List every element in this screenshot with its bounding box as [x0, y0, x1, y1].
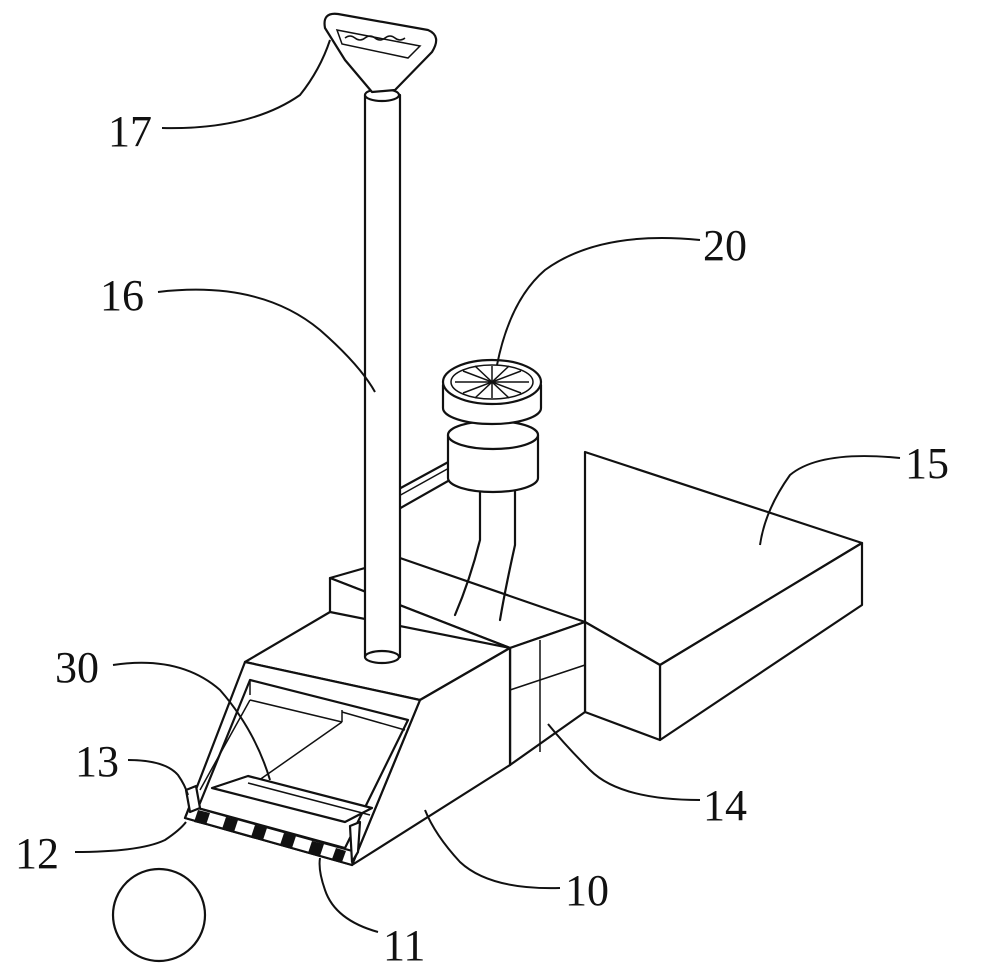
reference-labels: 17 16 20 15 30 13 12 14 10 11 — [15, 107, 949, 970]
label-20: 20 — [703, 221, 747, 270]
label-12: 12 — [15, 829, 59, 878]
fan-grille-icon — [455, 365, 529, 399]
label-16: 16 — [100, 271, 144, 320]
label-11: 11 — [383, 921, 425, 970]
ball — [111, 867, 207, 963]
pole-16 — [363, 87, 402, 665]
hose — [453, 488, 517, 622]
label-15: 15 — [905, 439, 949, 488]
label-17: 17 — [108, 107, 152, 156]
fan-20 — [441, 358, 543, 494]
label-13: 13 — [75, 737, 119, 786]
side-lip-13 — [184, 784, 362, 864]
label-10: 10 — [565, 866, 609, 915]
label-14: 14 — [703, 781, 747, 830]
label-30: 30 — [55, 643, 99, 692]
handle-17 — [323, 12, 438, 94]
tray-15 — [583, 450, 864, 742]
leader-lines — [74, 39, 901, 933]
